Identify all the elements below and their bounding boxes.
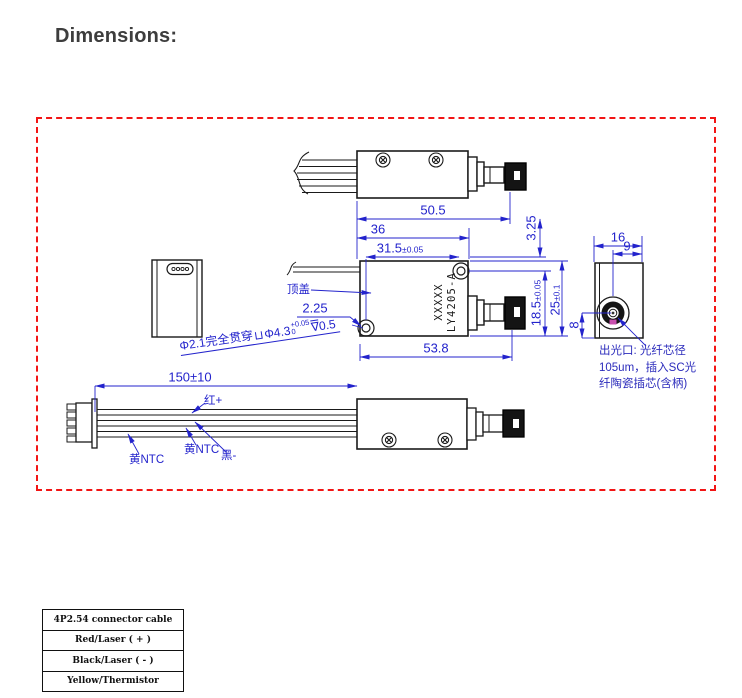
cable-break-symbol (293, 151, 310, 195)
dim-cable-length: 150±10 (168, 369, 212, 385)
screw-icon (381, 432, 397, 448)
table-row: Yellow/Thermistor (43, 670, 183, 692)
screw-icon (375, 152, 391, 168)
dim-offset-325: 3.25 (523, 215, 539, 241)
wire-label-black: 黑- (221, 450, 237, 462)
cable-view (66, 398, 525, 450)
port-note-line1: 出光口: 光纤芯径 (599, 345, 686, 357)
top-cover-label: 顶盖 (287, 284, 310, 296)
wire-label-ntc-mid: 黄NTC (184, 444, 220, 456)
side-view (286, 260, 526, 337)
keying-mark (609, 319, 617, 325)
model-number: LY4205-A (446, 271, 458, 333)
fiber-connector (467, 295, 526, 331)
end-view (151, 259, 203, 338)
fiber-connector (467, 156, 527, 192)
cable-break-symbol (286, 261, 297, 276)
dim-height-25: 25±0.1 (547, 284, 563, 316)
port-note-line2: 105um，插入SC光 (599, 361, 697, 374)
dim-hole-span: 31.5±0.05 (376, 240, 424, 256)
wire-label-ntc-left: 黄NTC (129, 454, 165, 466)
dim-center-8: 8 (566, 321, 582, 329)
dim-screw-offset: 2.25 (302, 300, 328, 316)
leader-lines (127, 289, 647, 455)
table-row: Black/Laser ( - ) (43, 650, 183, 671)
screw-icon (437, 432, 453, 448)
port-note-line3: 纤陶瓷插芯(含柄) (599, 378, 688, 390)
dim-overall-length: 50.5 (420, 202, 446, 218)
dim-center-9: 9 (623, 238, 631, 254)
depth-callout: ∇0.5 (310, 316, 337, 335)
dim-body-length: 53.8 (423, 340, 449, 356)
page-title: Dimensions: (55, 25, 178, 47)
top-view (293, 150, 527, 199)
drawing-frame (36, 117, 716, 491)
serial-placeholder: XXXXX (433, 283, 445, 321)
dimension-lines (94, 192, 643, 412)
front-view (594, 262, 644, 339)
dim-width-16: 16 (610, 229, 626, 245)
wires (97, 409, 357, 438)
fiber-connector (466, 407, 525, 441)
table-row: Red/Laser ( + ) (43, 629, 183, 651)
dim-36: 36 (370, 221, 386, 237)
table-row: 4P2.54 connector cable (53, 614, 173, 625)
screw-icon (428, 152, 444, 168)
counterbore-diameter: Φ4.3 (263, 323, 292, 342)
wire-legend-table: 4P2.54 connector cable Red/Laser ( + ) B… (42, 609, 184, 692)
wire-label-red: 红+ (204, 395, 223, 407)
4p-connector (66, 398, 98, 449)
connector-face-4pin (166, 262, 194, 276)
output-port-note: 出光口: 光纤芯径 105um，插入SC光 纤陶瓷插芯(含柄) (599, 343, 696, 393)
dim-height-185: 18.5±0.05 (528, 279, 544, 327)
